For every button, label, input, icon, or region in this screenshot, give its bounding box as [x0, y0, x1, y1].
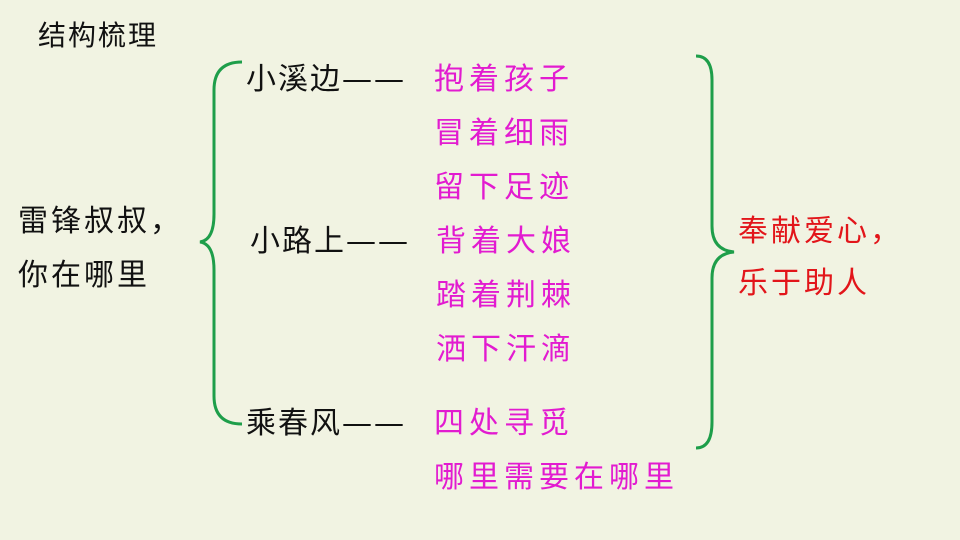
conclusion-line-1: 奉献爱心， [738, 214, 903, 249]
branch-2-item-3: 洒下汗滴 [436, 332, 576, 367]
branch-3-label: 乘春风—— [246, 398, 406, 442]
branch-3-item-1: 四处寻觅 [434, 406, 574, 441]
page-title: 结构梳理 [38, 19, 159, 52]
branch-3-item-2: 哪里需要在哪里 [434, 460, 679, 495]
branch-1-dash: —— [342, 62, 406, 97]
branch-2-label: 小路上—— [250, 216, 410, 260]
branch-3-dash: —— [342, 406, 406, 441]
branch-2-item-2: 踏着荆棘 [436, 278, 576, 313]
branch-1-name: 小溪边 [246, 62, 342, 97]
root-line-2: 你在哪里 [18, 258, 150, 293]
right-brace [695, 54, 735, 450]
root-line-1: 雷锋叔叔， [18, 204, 183, 239]
conclusion-line-2: 乐于助人 [738, 266, 870, 301]
branch-1-label: 小溪边—— [246, 54, 406, 98]
branch-2-dash: —— [346, 224, 410, 259]
branch-1-item-1: 抱着孩子 [434, 62, 574, 97]
branch-3-name: 乘春风 [246, 406, 342, 441]
branch-2-item-1: 背着大娘 [436, 224, 576, 259]
branch-1-item-2: 冒着细雨 [434, 116, 574, 151]
left-brace [199, 60, 243, 426]
branch-1-item-3: 留下足迹 [434, 170, 574, 205]
branch-2-name: 小路上 [250, 224, 346, 259]
